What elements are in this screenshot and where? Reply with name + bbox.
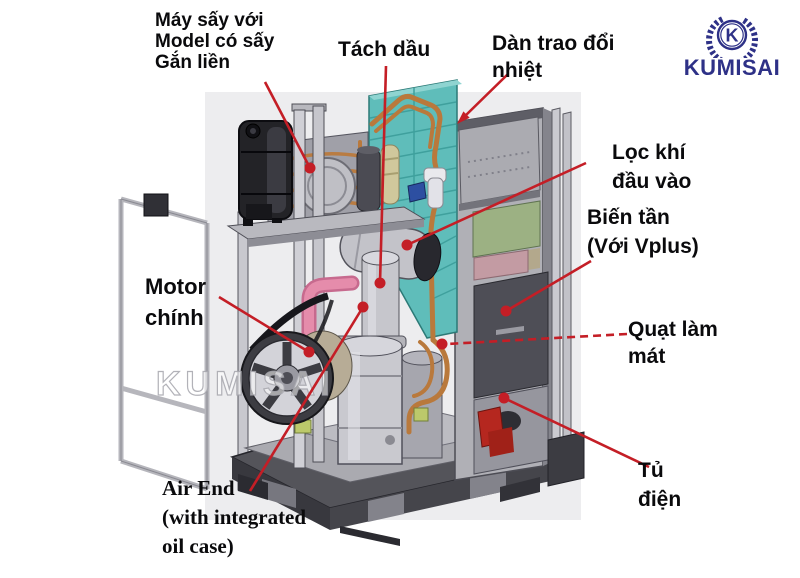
label-line: Biến tần <box>587 206 670 229</box>
label-electrical-cabinet: Tủ điện <box>638 456 681 514</box>
label-air-end: Air End (with integrated oil case) <box>162 474 306 561</box>
label-line: Motor <box>145 274 207 299</box>
green-panel <box>472 200 541 258</box>
logo-inner-circle <box>720 23 744 47</box>
pallet-notch <box>470 470 506 499</box>
dryer-unit <box>238 120 293 226</box>
electrical-component <box>488 427 514 457</box>
label-oil-separator: Tách dầu <box>338 38 430 62</box>
logo-wreath <box>706 16 758 58</box>
copper-piping-lower <box>406 337 450 435</box>
label-main-motor: Motor chính <box>145 271 206 333</box>
callout-line-dryer <box>263 81 312 169</box>
label-line: Air End <box>162 476 235 500</box>
logo-circle <box>716 19 748 51</box>
label-line: Lọc khí <box>612 141 686 164</box>
callout-dot-oil-separator <box>374 277 386 289</box>
callout-lines <box>218 65 650 492</box>
logo-emblem: K <box>706 16 758 58</box>
left-frame <box>118 196 210 492</box>
label-line: Tủ <box>638 459 664 482</box>
callout-dot-cooling-fan <box>436 338 448 350</box>
callout-line-electrical-cabinet <box>503 396 650 469</box>
label-cooling-fan: Quạt làm mát <box>628 316 718 370</box>
filter-canisters <box>356 144 447 212</box>
label-line: Tách dầu <box>338 38 431 61</box>
label-heat-exchanger: Dàn trao đổi nhiệt <box>492 30 615 84</box>
right-frame-posts <box>547 107 585 487</box>
callout-arrow-heat-exchanger <box>457 111 470 124</box>
logo-wordmark: KUMISAI <box>683 55 781 80</box>
pallet-notch <box>262 479 296 508</box>
skid-corner-foot <box>547 431 585 487</box>
skid-foot <box>500 477 540 502</box>
label-line: đầu vào <box>612 170 692 193</box>
frame-bracket <box>143 193 169 217</box>
callout-dot-main-motor <box>303 346 315 358</box>
callout-dot-inverter <box>500 305 512 317</box>
label-line: Máy sấy với <box>155 10 264 31</box>
label-line: oil case) <box>162 534 234 558</box>
callout-line-inverter <box>505 259 592 313</box>
callout-line-main-motor <box>218 295 310 354</box>
label-line: (with integrated <box>162 505 307 529</box>
oil-sight-glass <box>385 435 395 445</box>
label-dryer: Máy sấy với Model có sấy Gắn liền <box>155 10 274 73</box>
label-line: (Với Vplus) <box>587 235 699 258</box>
callout-markers <box>303 111 512 404</box>
callout-dot-dryer <box>304 162 316 174</box>
callout-line-inlet-filter <box>406 161 587 247</box>
blue-valve <box>407 181 427 203</box>
dryer-shelf <box>226 206 426 247</box>
callout-dot-electrical-cabinet <box>498 392 510 404</box>
skid-foot <box>340 526 400 546</box>
pink-panel <box>473 249 529 281</box>
inverter-panel <box>473 271 549 399</box>
pallet-notch <box>368 493 404 522</box>
right-cabinet <box>442 107 557 481</box>
label-line: mát <box>628 345 666 368</box>
label-line: chính <box>145 305 204 330</box>
left-frame-edges <box>120 198 208 490</box>
watermark-text: KUMISAI <box>156 365 335 403</box>
label-line: Model có sấy <box>155 31 275 52</box>
callout-line-oil-separator <box>378 65 388 284</box>
label-inlet-filter: Lọc khí đầu vào <box>612 138 691 196</box>
label-line: điện <box>638 488 682 511</box>
callout-dot-inlet-filter <box>401 239 413 251</box>
callout-dot-air-end <box>357 301 369 313</box>
label-line: nhiệt <box>492 59 543 82</box>
callout-line-air-end <box>248 306 365 492</box>
brand-logo: K KUMISAI <box>672 8 792 81</box>
label-line: Quạt làm <box>628 318 718 341</box>
callout-line-heat-exchanger <box>463 73 509 118</box>
label-line: Gắn liền <box>155 52 230 73</box>
label-inverter: Biến tần (Với Vplus) <box>587 203 699 261</box>
label-line: Dàn trao đổi <box>492 32 615 55</box>
callout-line-cooling-fan <box>446 332 628 346</box>
logo-monogram: K <box>726 26 739 46</box>
valve <box>413 407 429 422</box>
